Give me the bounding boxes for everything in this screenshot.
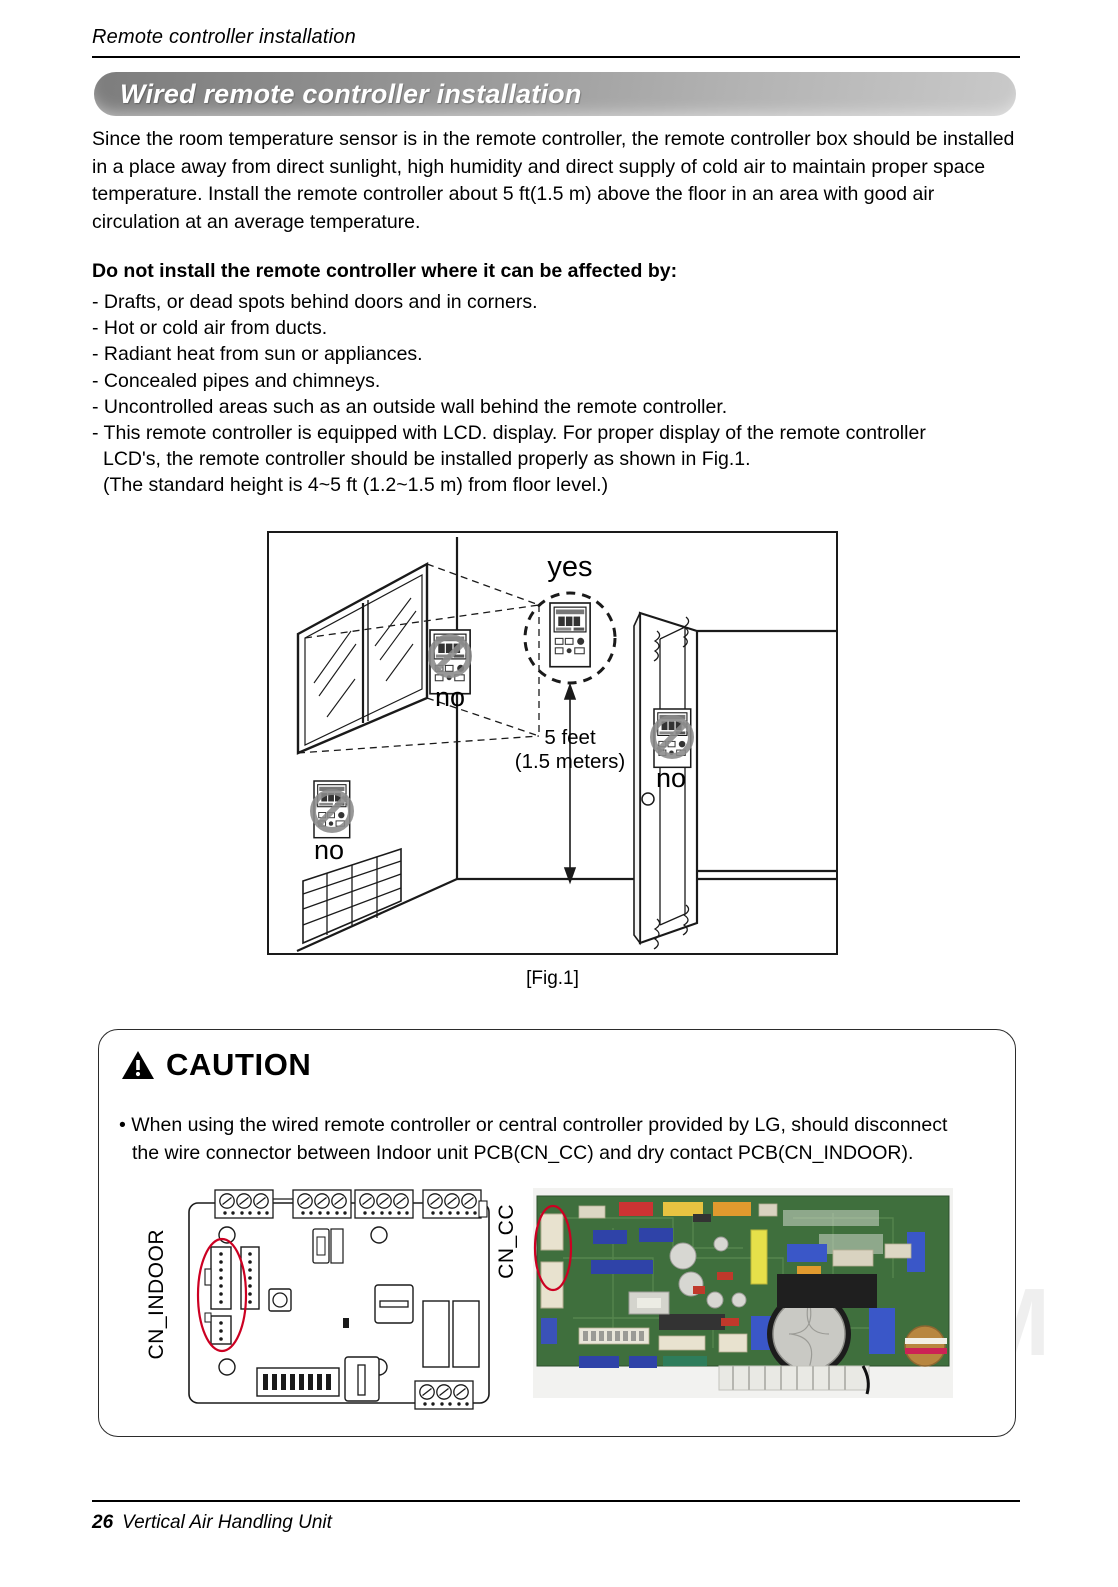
figure-illustration: no no yes [296,537,838,953]
list-item: - This remote controller is equipped wit… [92,422,926,445]
figure-label-no-wall: no [314,835,344,865]
caution-box: CAUTION • When using the wired remote co… [98,1029,1016,1437]
figure-caption: [Fig.1] [526,968,579,989]
pcb-indoor-drawing [188,1189,490,1410]
caution-text: • When using the wired remote controller… [119,1112,999,1167]
list-item: - Drafts, or dead spots behind doors and… [92,291,538,313]
figure-label-no-door: no [656,763,686,793]
figure-label-height-feet: 5 feet [544,726,596,749]
list-item: - Concealed pipes and chimneys. [92,369,381,392]
pcb-indoor-diagram: CN_INDOOR [139,1185,499,1415]
footer: 26 Vertical Air Handling Unit [92,1512,692,1534]
figure-label-height-meters: (1.5 meters) [515,750,626,773]
pcb-cc-label: CN_CC [495,1204,518,1279]
list-item: - Radiant heat from sun or appliances. [92,343,423,366]
caution-header: CAUTION [121,1047,311,1083]
footer-title: Vertical Air Handling Unit [122,1512,332,1533]
pcb-cc-photo: CN_CC [489,1188,959,1410]
list-item: - Uncontrolled areas such as an outside … [92,395,728,418]
header-divider [92,56,1020,58]
warning-triangle-icon [122,1051,154,1079]
pcb-indoor-highlight [196,1237,248,1353]
section-title: Wired remote controller installation [120,79,582,109]
caution-text-line2: the wire connector between Indoor unit P… [132,1141,914,1164]
footer-divider [92,1500,1020,1502]
figure-label-no-window: no [435,682,465,712]
page-number: 26 [92,1512,114,1533]
intro-paragraph: Since the room temperature sensor is in … [92,128,1015,233]
pcb-cc-image [533,1188,953,1398]
caution-title: CAUTION [166,1047,312,1082]
list-item-continuation: LCD's, the remote controller should be i… [103,448,751,471]
list-item-continuation: (The standard height is 4~5 ft (1.2~1.5 … [103,474,609,497]
pcb-cc-highlight [533,1204,573,1292]
list-item: - Hot or cold air from ducts. [92,317,328,340]
installation-figure: no no yes [157,531,1050,1371]
section-banner: Wired remote controller installation [94,72,1016,116]
restrictions-list: - Drafts, or dead spots behind doors and… [92,289,1022,499]
pcb-indoor-label: CN_INDOOR [145,1229,168,1360]
caution-text-line1: • When using the wired remote controller… [119,1114,948,1136]
running-head: Remote controller installation [92,26,356,48]
figure-label-yes: yes [547,551,592,583]
restrictions-subheading: Do not install the remote controller whe… [92,260,678,282]
